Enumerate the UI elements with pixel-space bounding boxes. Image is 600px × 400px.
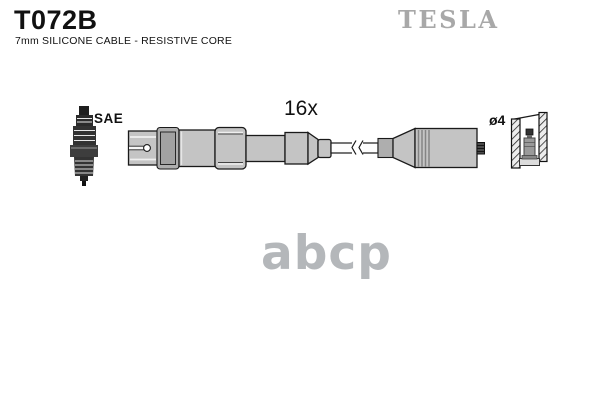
boot-cable-sleeve xyxy=(317,138,332,159)
terminal-cap-cross-section xyxy=(510,111,548,169)
cap-wall-right xyxy=(538,111,548,163)
boot-lock-hole xyxy=(143,144,151,152)
coil-cone xyxy=(392,127,416,169)
ignition-cable-drawing xyxy=(127,126,485,170)
coil-cylinder xyxy=(414,127,478,169)
cable-break-gap xyxy=(352,141,363,155)
cable-break-mark xyxy=(358,140,364,155)
cap-inner-terminal xyxy=(521,128,538,160)
cable-break-mark xyxy=(351,140,357,155)
tesla-brand-logo: TESLA xyxy=(398,5,500,34)
boot-taper xyxy=(307,131,319,166)
cable-description: 7mm SILICONE CABLE - RESISTIVE CORE xyxy=(15,35,233,47)
plug-boot-connector xyxy=(127,126,332,170)
spark-plug-drawing xyxy=(70,106,98,186)
sae-standard-label: SAE xyxy=(94,111,124,126)
part-number: T072B xyxy=(14,5,98,35)
coil-collar xyxy=(377,137,394,159)
abcp-watermark: abcp xyxy=(261,226,392,281)
terminal-diameter-label: ø4 xyxy=(489,112,506,128)
cap-base xyxy=(519,158,540,166)
silicone-cable xyxy=(330,140,379,155)
coil-end-connector xyxy=(377,127,485,169)
quantity-label: 16x xyxy=(284,97,318,120)
boot-ring xyxy=(284,131,309,165)
boot-body xyxy=(178,129,216,168)
cap-wall-left xyxy=(510,118,521,169)
boot-barrel xyxy=(245,134,286,163)
